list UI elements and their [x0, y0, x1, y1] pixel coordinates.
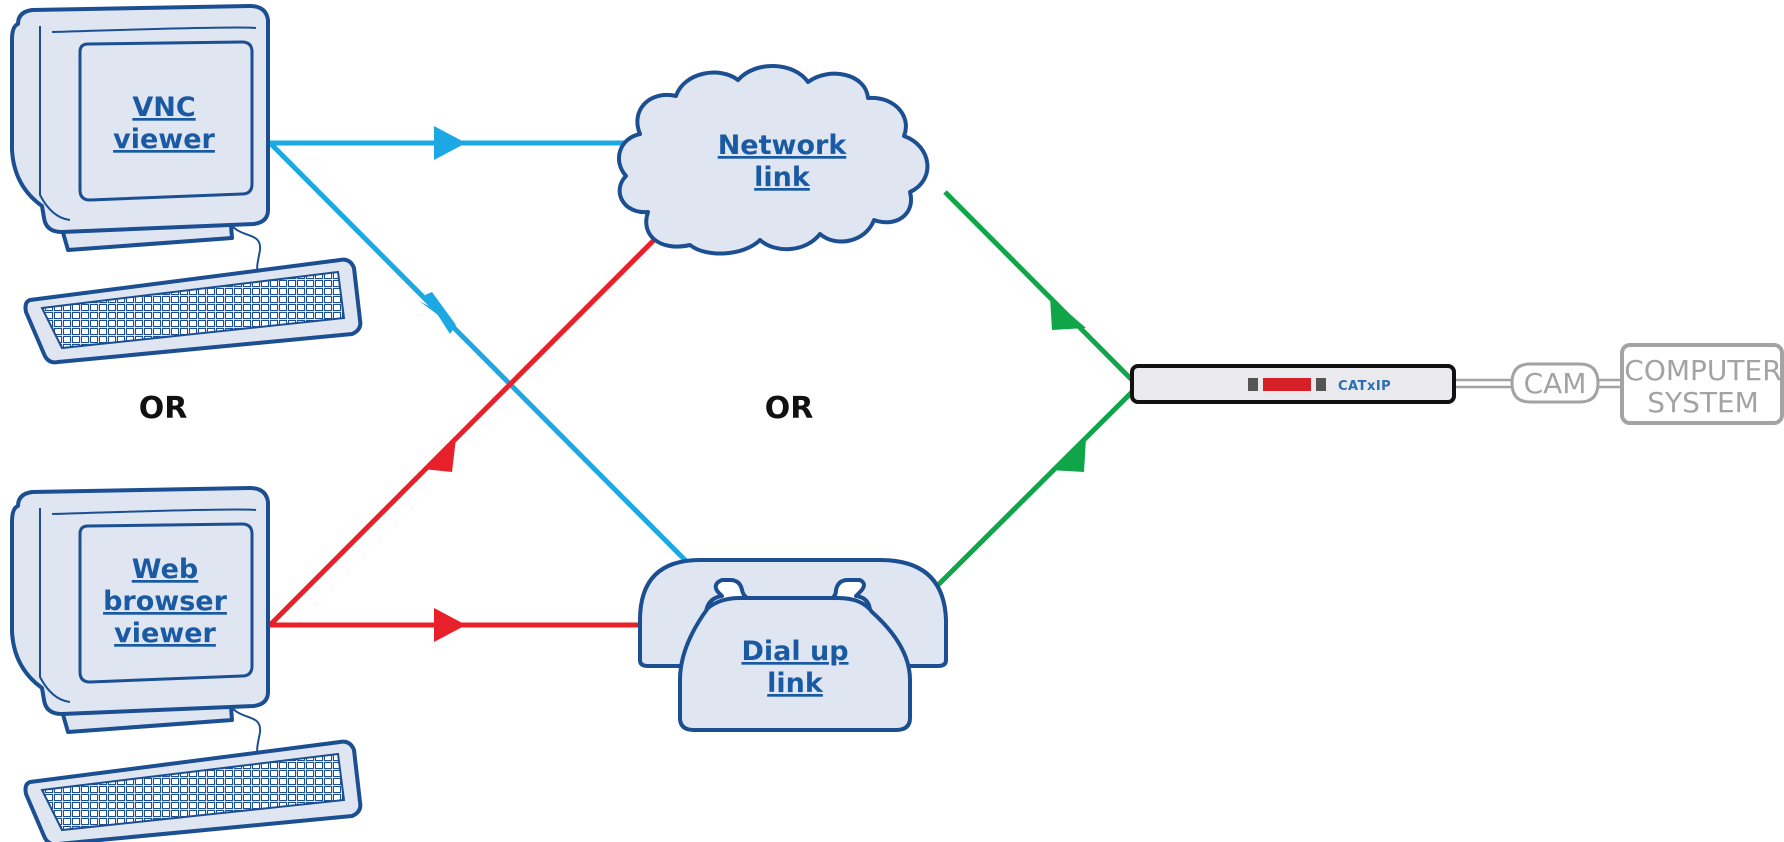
or-label-center: OR — [765, 391, 814, 426]
telephone-icon: Dial up link — [638, 558, 948, 732]
device-led-red — [1263, 378, 1311, 391]
blue-arrow-head-2 — [425, 292, 456, 334]
cam-label: CAM — [1524, 367, 1587, 400]
cam-module — [1510, 362, 1600, 404]
green-line-network-to-device — [943, 190, 1134, 382]
monitor-screen — [78, 40, 254, 202]
computer-system-box — [1620, 343, 1784, 425]
blue-arrow-head — [434, 126, 466, 160]
cloud-icon — [616, 64, 930, 256]
red-line-web-to-network — [268, 230, 664, 627]
monitor-screen — [78, 522, 254, 684]
vnc-label-line2[interactable]: viewer — [113, 124, 215, 155]
vnc-computer: VNC viewer — [10, 4, 363, 365]
telephone-base — [678, 596, 912, 732]
telephone-handset — [638, 558, 948, 668]
kvm-device: CATxIP CAM COMPUTER SYSTEM — [1130, 343, 1784, 425]
network-label-line2[interactable]: link — [754, 162, 811, 193]
green-line-dialup-to-device — [933, 390, 1134, 590]
network-cloud: Network link — [616, 64, 930, 256]
web-label-line2[interactable]: browser — [103, 586, 228, 617]
web-label-line1[interactable]: Web — [132, 554, 198, 585]
computer-system-line2: SYSTEM — [1647, 386, 1759, 419]
network-label-line1[interactable]: Network — [718, 130, 848, 161]
device-led-left — [1248, 378, 1258, 391]
keyboard-cable — [227, 701, 262, 758]
dialup-label-line2[interactable]: link — [767, 668, 824, 699]
keyboard-icon — [23, 257, 363, 365]
red-arrow-head — [434, 608, 466, 642]
connections — [268, 126, 1134, 642]
web-computer — [10, 486, 363, 842]
red-arrow-head — [423, 438, 456, 472]
or-label-left: OR — [139, 391, 188, 426]
dialup-label-line1[interactable]: Dial up — [741, 636, 848, 667]
blue-line-vnc-to-dialup — [268, 141, 692, 567]
keyboard-icon — [23, 739, 363, 842]
device-brand: CATxIP — [1338, 379, 1391, 394]
vnc-label-line1[interactable]: VNC — [132, 92, 195, 123]
green-arrow-head — [1050, 297, 1086, 330]
device-led-right — [1316, 378, 1326, 391]
computer-system-line1: COMPUTER — [1624, 354, 1781, 387]
green-arrow-head — [1050, 438, 1086, 472]
keyboard-cable — [227, 219, 262, 276]
web-label-line3[interactable]: viewer — [114, 618, 216, 649]
